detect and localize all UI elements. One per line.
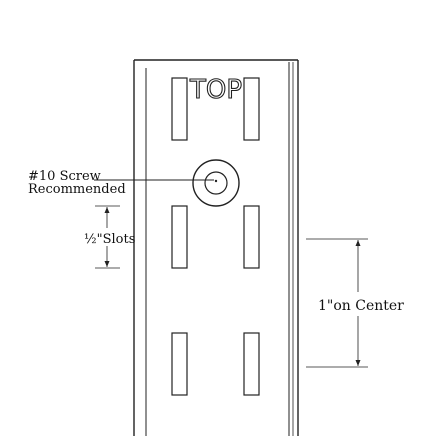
- slot-dimension: [95, 205, 120, 269]
- standard-body: [133, 59, 299, 436]
- slot-bottom-right: [243, 332, 260, 396]
- slot-middle-left: [171, 205, 188, 269]
- slot-bottom-left: [171, 332, 188, 396]
- screw-label-line2: Recommended: [28, 182, 126, 197]
- top-label: TOP: [189, 75, 242, 105]
- bottom-slot-pair: [171, 332, 260, 396]
- slot-middle-right: [243, 205, 260, 269]
- spacing-label: 1"on Center: [318, 298, 404, 314]
- middle-slot-pair: [171, 205, 260, 269]
- spacing-dimension: [306, 238, 368, 368]
- top-slot-pair: [171, 77, 260, 141]
- screw-hole: [192, 159, 240, 207]
- slot-top-right: [243, 77, 260, 141]
- screw-label-line1: #10 Screw: [28, 169, 101, 184]
- slot-top-left: [171, 77, 188, 141]
- slot-label: ½"Slots: [84, 232, 135, 247]
